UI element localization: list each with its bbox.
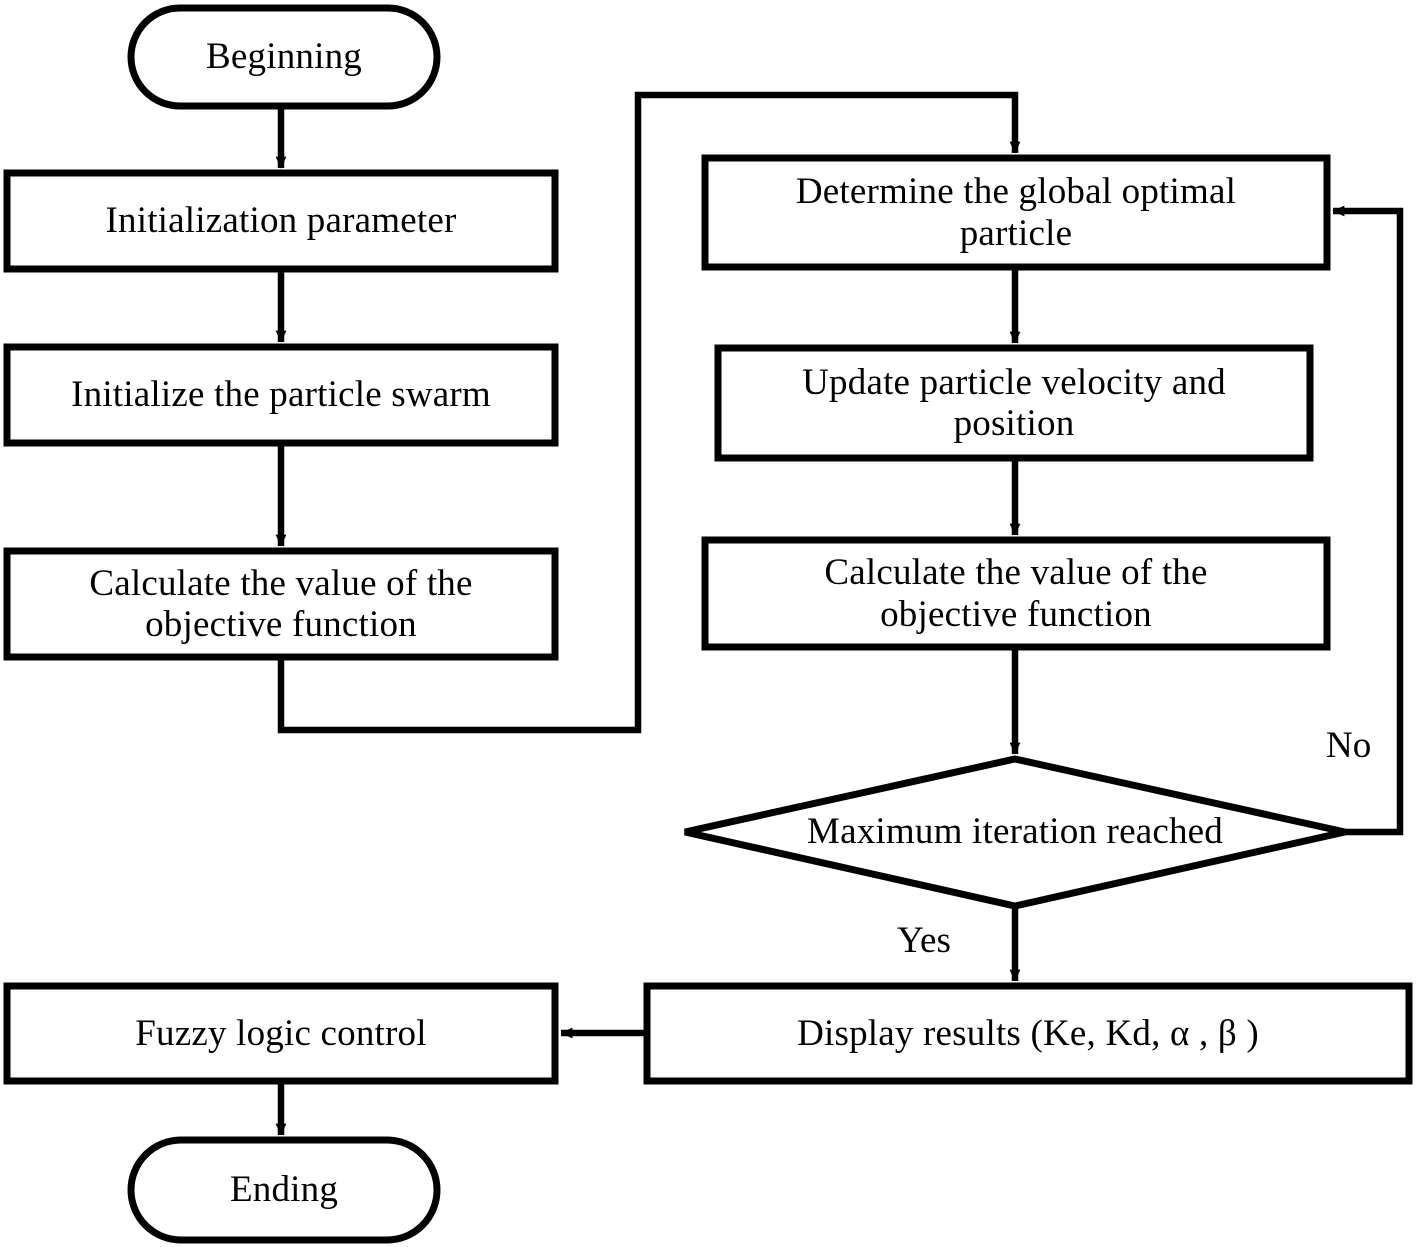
edge-calc-objective-left-to-determine-global: [277, 91, 1021, 734]
node-fuzzy-control-shape: [3, 982, 559, 1085]
node-beginning-shape: [127, 4, 441, 110]
node-max-iteration-shape: [684, 755, 1346, 910]
node-init-swarm-shape: [3, 343, 559, 447]
node-ending-shape: [127, 1136, 441, 1244]
node-update-particle-shape: [714, 344, 1314, 462]
node-calc-objective-right-shape: [701, 536, 1331, 651]
edge-max-iteration-no-to-determine-global: [1332, 205, 1404, 836]
edge-label-yes: Yes: [897, 920, 951, 961]
node-determine-global-shape: [701, 154, 1331, 271]
node-calc-objective-left-shape: [3, 547, 559, 661]
edge-label-no: No: [1326, 725, 1372, 766]
node-display-results-shape: [643, 982, 1413, 1085]
node-init-parameter-shape: [3, 169, 559, 273]
